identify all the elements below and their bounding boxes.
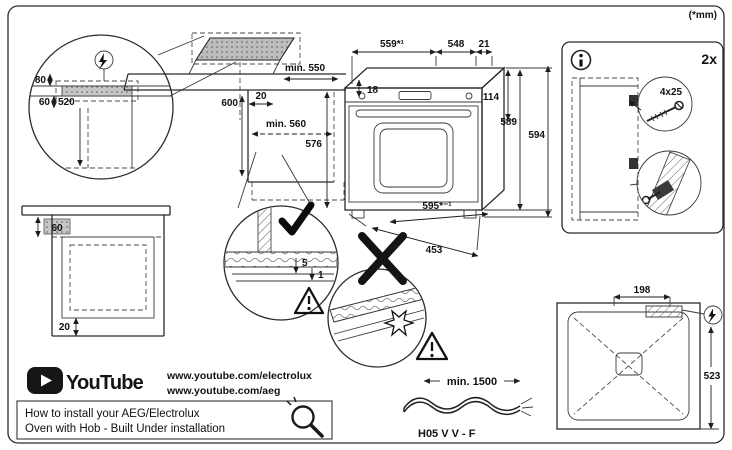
page-frame: (*mm) <box>7 5 725 444</box>
cross-icon <box>358 232 407 285</box>
dim-60-cabinet: 60 <box>51 223 63 234</box>
dim-5: 5 <box>302 258 308 269</box>
lightning-icon <box>94 50 114 81</box>
magnifier-icon <box>286 396 324 438</box>
hinge-bracket <box>629 158 638 169</box>
hardware-panel: 2x 4x25 <box>561 41 724 234</box>
cable-type: H05 V V - F <box>418 428 476 440</box>
dim-548: 548 <box>448 39 465 50</box>
caption-line-2: Oven with Hob - Built Under installation <box>25 423 225 435</box>
hinge-bracket <box>629 95 638 106</box>
dim-576: 576 <box>305 139 322 150</box>
dim-595: 595*⁻¹ <box>422 201 452 212</box>
dim-20-cabinet: 20 <box>59 322 71 333</box>
hob <box>194 37 296 61</box>
caption-box: How to install your AEG/Electrolux Oven … <box>16 396 333 440</box>
gap-detail-correct: 5 1 <box>223 201 339 321</box>
hardware-qty: 2x <box>701 51 717 67</box>
under-cabinet-drawing: 60 20 <box>21 205 171 337</box>
warning-icon <box>293 286 325 315</box>
dim-114: 114 <box>483 92 500 103</box>
youtube-url-aeg: www.youtube.com/aeg <box>166 385 280 397</box>
dim-80: 80 <box>35 75 47 86</box>
oven-dimensions: 559*¹ 548 21 18 114 589 594 595*⁻¹ 453 <box>348 39 552 258</box>
gap-detail-wrong <box>327 232 449 368</box>
dim-18: 18 <box>367 85 379 96</box>
warning-icon <box>415 331 449 361</box>
oven-drawing <box>343 66 506 219</box>
mains-cable: min. 1500 H05 V V - F <box>403 376 534 440</box>
youtube-wordmark: YouTube <box>66 372 144 394</box>
dim-20-niche: 20 <box>255 91 267 102</box>
caption-line-1: How to install your AEG/Electrolux <box>25 408 200 420</box>
dim-min-560: min. 560 <box>266 119 306 130</box>
dim-min-550: min. 550 <box>285 63 325 74</box>
units-label: (*mm) <box>689 10 717 21</box>
callout-line <box>237 151 257 209</box>
dim-453: 453 <box>426 245 443 256</box>
terminal-block <box>645 305 683 318</box>
counter-hob-drawing <box>123 32 346 120</box>
dim-600: 600 <box>221 98 238 109</box>
dim-523: 523 <box>704 371 721 382</box>
burst-icon <box>382 309 416 337</box>
dim-559: 559*¹ <box>380 39 405 50</box>
niche-drawing: 600 min. 550 20 min. 560 576 <box>221 63 345 209</box>
callout-line <box>281 154 313 208</box>
youtube-play-icon <box>27 367 63 394</box>
screw-size: 4x25 <box>660 87 683 98</box>
check-icon <box>278 201 315 236</box>
youtube-block: YouTube www.youtube.com/electrolux www.y… <box>27 367 312 397</box>
youtube-url-electrolux: www.youtube.com/electrolux <box>166 370 312 382</box>
lightning-icon <box>703 305 723 325</box>
screw-icon <box>646 100 684 122</box>
dim-1: 1 <box>318 270 324 281</box>
electrical-detail-callout: 80 60 520 <box>28 34 237 180</box>
dim-594: 594 <box>528 130 545 141</box>
screw-detail: 4x25 <box>628 76 693 132</box>
back-view-drawing: 198 523 <box>556 285 723 430</box>
fixing-detail <box>629 150 702 216</box>
dim-589: 589 <box>500 117 517 128</box>
info-icon <box>570 49 592 71</box>
dim-60-electrical: 60 <box>39 97 51 108</box>
dim-198: 198 <box>634 285 651 296</box>
dim-min-1500: min. 1500 <box>447 376 497 388</box>
dim-21: 21 <box>478 39 490 50</box>
dim-520: 520 <box>58 97 75 108</box>
